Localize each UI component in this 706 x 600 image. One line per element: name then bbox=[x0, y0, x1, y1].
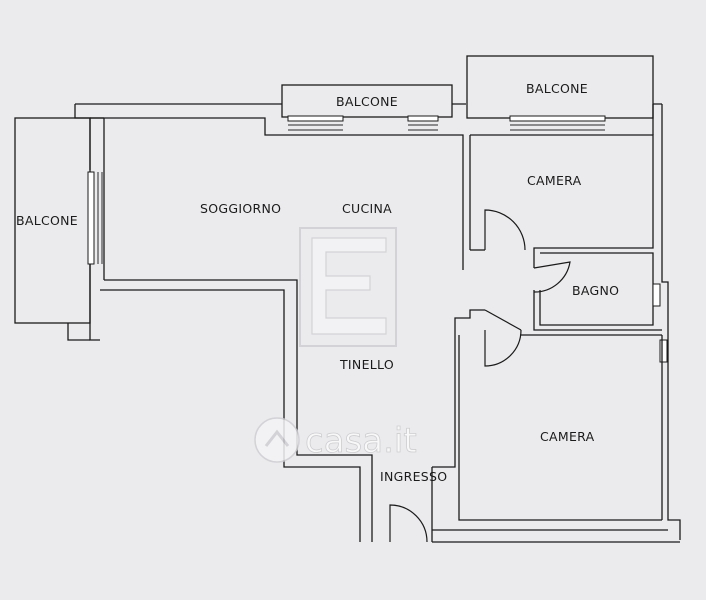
balcony-top-right bbox=[466, 55, 654, 131]
balcony-top-center bbox=[281, 84, 453, 131]
doors bbox=[389, 209, 571, 543]
watermark: casa.it bbox=[254, 227, 417, 463]
watermark-text: casa.it bbox=[305, 421, 417, 461]
label-bagno: BAGNO bbox=[572, 283, 619, 298]
label-balcone-top-center: BALCONE bbox=[336, 94, 398, 109]
label-balcone-left: BALCONE bbox=[16, 213, 78, 228]
label-soggiorno: SOGGIORNO bbox=[200, 201, 281, 216]
label-camera-bottom: CAMERA bbox=[540, 429, 595, 444]
label-cucina: CUCINA bbox=[342, 201, 392, 216]
logo-icon bbox=[311, 237, 387, 335]
label-camera-top: CAMERA bbox=[527, 173, 582, 188]
balcony-left bbox=[14, 117, 103, 341]
interior-walls bbox=[432, 134, 668, 521]
label-tinello: TINELLO bbox=[339, 357, 394, 372]
label-ingresso: INGRESSO bbox=[380, 469, 447, 484]
label-balcone-top-right: BALCONE bbox=[526, 81, 588, 96]
room-labels: BALCONE BALCONE BALCONE SOGGIORNO CUCINA… bbox=[16, 81, 619, 484]
house-icon bbox=[254, 417, 300, 463]
